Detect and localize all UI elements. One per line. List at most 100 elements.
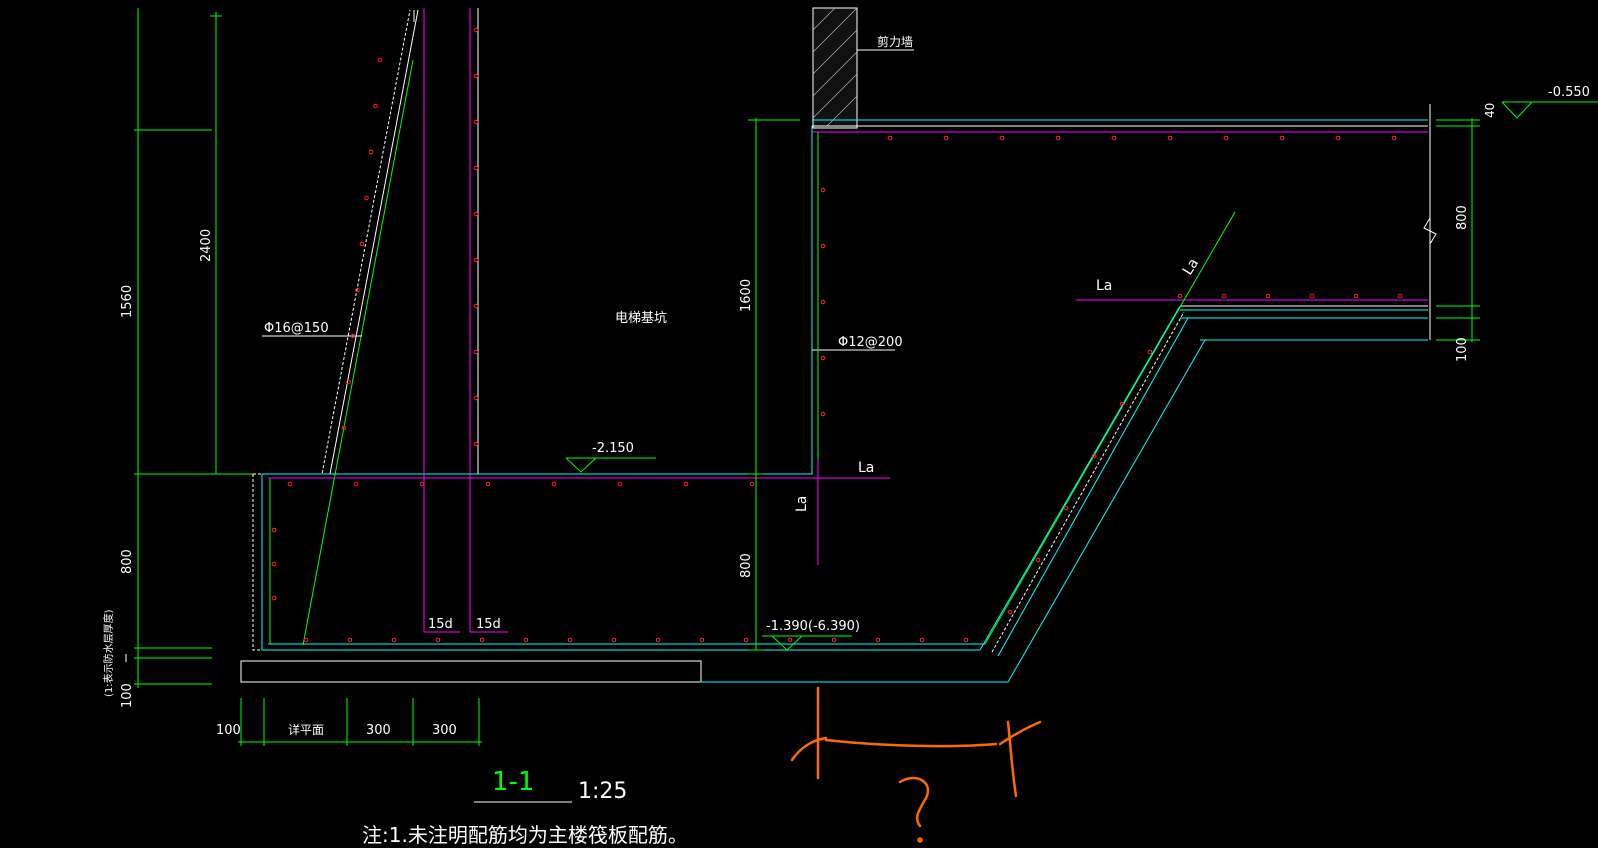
rebar-dot xyxy=(820,355,826,361)
waterproof-dashed-line xyxy=(252,474,700,651)
rebar-dot xyxy=(831,637,837,643)
rebar-dot xyxy=(473,441,479,447)
rebar-dot xyxy=(271,527,277,533)
level-label-bottom: -1.390(-6.390) xyxy=(766,619,860,634)
rebar-dot xyxy=(1055,135,1061,141)
section-scale: 1:25 xyxy=(578,779,627,804)
rebar-dot xyxy=(999,135,1005,141)
rebar-dot xyxy=(820,243,826,249)
rebar-dot xyxy=(353,481,359,487)
rebar-dot xyxy=(271,595,277,601)
dim-1560: 1560 xyxy=(120,285,135,318)
rebar-dot xyxy=(820,187,826,193)
rebar-dot xyxy=(350,333,356,339)
dim-1600: 1600 xyxy=(739,279,754,312)
rebar-dot xyxy=(473,165,479,171)
rebar-dot xyxy=(359,241,365,247)
pit-slab-top-cyan xyxy=(262,126,813,475)
rebar-dot xyxy=(473,73,479,79)
level-label-top: -0.550 xyxy=(1548,85,1590,100)
dim-800-left: 800 xyxy=(120,549,135,574)
level-marker-bottom xyxy=(762,635,852,651)
rebar-dot xyxy=(567,637,573,643)
level-marker-mid xyxy=(565,457,656,473)
rebar-dot xyxy=(485,481,491,487)
handwritten-annotation xyxy=(790,686,1042,843)
rebar-dot xyxy=(1391,135,1397,141)
hook-label-1: 15d xyxy=(428,617,453,632)
pit-slab xyxy=(240,126,1008,683)
rebar-dot xyxy=(617,481,623,487)
rebar-dot xyxy=(1035,557,1041,563)
rebar-dot xyxy=(1223,135,1229,141)
rebar-dot xyxy=(473,27,479,33)
rebar-dot xyxy=(473,119,479,125)
rebar-dot xyxy=(377,57,383,63)
rebar-dot xyxy=(435,637,441,643)
sloped-rebar-green xyxy=(302,59,414,646)
dim-bottom-100: 100 xyxy=(216,723,241,738)
rebar-dot xyxy=(1111,135,1117,141)
dim-40: 40 xyxy=(1483,103,1497,118)
rebar-dot xyxy=(919,637,925,643)
dim-800-right: 800 xyxy=(1455,205,1470,230)
level-marker-top xyxy=(1501,101,1598,119)
dim-bottom-pingmian: 详平面 xyxy=(288,722,324,737)
dim-100-right: 100 xyxy=(1455,337,1470,362)
rebar-dot xyxy=(523,637,529,643)
rebar-dot xyxy=(473,257,479,263)
rebar-dot xyxy=(1353,293,1359,299)
la-label-4: La xyxy=(1180,256,1202,278)
rebar-dot xyxy=(303,637,309,643)
rebar-dot xyxy=(368,149,374,155)
rebar-dot xyxy=(683,481,689,487)
break-symbol xyxy=(1423,217,1437,245)
rebar-dot xyxy=(963,637,969,643)
rebar-dot xyxy=(1265,293,1271,299)
rebar-dot xyxy=(1091,453,1097,459)
general-note: 注:1.未注明配筋均为主楼筏板配筋。 xyxy=(362,823,688,847)
level-label-mid: -2.150 xyxy=(592,441,634,456)
section-name: 1-1 xyxy=(492,767,534,797)
dim-800-mid: 800 xyxy=(739,553,754,578)
wall-outline-slope xyxy=(329,9,419,475)
waterproof-dashed-slope xyxy=(253,9,411,475)
rebar-dot xyxy=(820,299,826,305)
la-label-3: La xyxy=(1096,278,1112,294)
rebar-dot xyxy=(749,481,755,487)
rebar-dot xyxy=(1063,505,1069,511)
pit-slab-inner-green xyxy=(269,478,985,645)
rebar-dot xyxy=(699,637,705,643)
rebar-dot xyxy=(1147,349,1153,355)
rebar-dot xyxy=(473,395,479,401)
rebar-dot xyxy=(1279,135,1285,141)
rebar-dot xyxy=(473,211,479,217)
rebar-dot xyxy=(943,135,949,141)
bottom-dimension-chain xyxy=(238,698,482,746)
right-dimension-chain xyxy=(1436,118,1480,342)
rebar-label-right: Φ12@200 xyxy=(838,335,903,350)
rebar-dot xyxy=(551,481,557,487)
cushion-layer xyxy=(240,660,702,683)
rebar-dot xyxy=(355,287,360,293)
mid-dimension-chain xyxy=(748,118,800,651)
rebar-dot xyxy=(271,561,277,567)
rebar-dot xyxy=(391,637,397,643)
rebar-dot xyxy=(473,349,479,355)
rebar-dot xyxy=(1177,293,1183,299)
rebar-dot xyxy=(1167,135,1173,141)
sloped-transition xyxy=(979,211,1236,683)
dim-bottom-300-2: 300 xyxy=(432,723,457,738)
la-label-2: La xyxy=(794,496,810,512)
rebar-label-left: Φ16@150 xyxy=(264,321,329,336)
rebar-dot xyxy=(1335,135,1341,141)
rebar-dot xyxy=(1221,293,1227,299)
left-dimension-chain xyxy=(134,8,255,688)
rebar-dot xyxy=(287,481,293,487)
rebar-dot xyxy=(364,195,369,201)
rebar-dot xyxy=(373,103,378,109)
rebar-dot xyxy=(787,637,793,643)
rebar-dot xyxy=(1119,401,1125,407)
elevator-pit-label: 电梯基坑 xyxy=(615,311,667,326)
